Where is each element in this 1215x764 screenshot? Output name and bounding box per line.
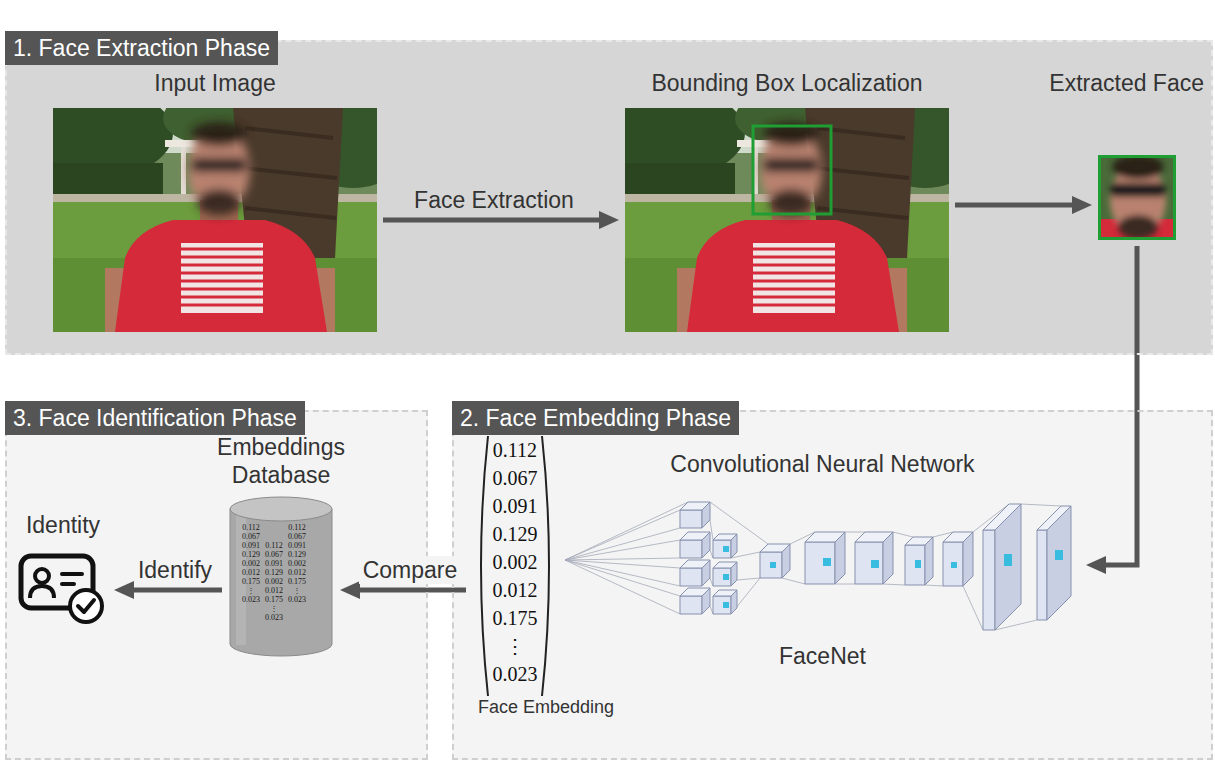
flow-arrow <box>383 218 605 223</box>
phase-panel: 1. Face Extraction PhaseInput ImageBound… <box>5 40 1213 355</box>
stored-vector: 0.112 0.067 0.091 0.129 0.002 0.012 0.17… <box>242 523 260 604</box>
illustration-part <box>230 497 332 656</box>
identity-heading: Identity <box>0 510 148 540</box>
illustration-part <box>1098 155 1176 240</box>
panel-title: 1. Face Extraction Phase <box>5 31 278 65</box>
phase-panel: 2. Face Embedding PhaseConvolutional Neu… <box>452 410 1213 760</box>
panel-fill <box>5 410 428 760</box>
label-anchor: Identify <box>134 556 216 584</box>
phase-panel: 3. Face Identification PhaseEmbeddings D… <box>5 410 428 760</box>
flow-arrow <box>955 203 1078 208</box>
image-heading: Bounding Box Localization <box>525 68 1049 98</box>
illustration-part <box>565 502 1071 630</box>
node-illustration <box>53 108 377 332</box>
panel-fill <box>452 410 1213 760</box>
node-illustration <box>18 550 108 625</box>
model-name: FaceNet <box>779 642 866 670</box>
illustration-part <box>595 88 985 332</box>
stored-vector: 0.112 0.067 0.091 0.129 0.002 0.012 0.17… <box>265 541 283 622</box>
vector-caption: Face Embedding <box>478 696 614 718</box>
embedding-vector: 0.112 0.067 0.091 0.129 0.002 0.012 0.17… <box>472 432 558 700</box>
illustration-part <box>21 556 102 622</box>
image-heading: Input Image <box>0 68 477 98</box>
image-heading: Extracted Face <box>938 68 1204 98</box>
label-anchor: Face Extraction <box>410 186 578 214</box>
figure-title: Convolutional Neural Network <box>670 450 974 478</box>
panel-title: 3. Face Identification Phase <box>5 401 305 435</box>
edge-label: Compare <box>359 556 462 584</box>
node-illustration <box>1098 155 1176 240</box>
flow-arrow <box>128 588 222 593</box>
flow-arrow <box>354 588 466 593</box>
edge-label: Face Extraction <box>410 186 578 214</box>
vector-values: 0.112 0.067 0.091 0.129 0.002 0.012 0.17… <box>493 432 538 688</box>
panel-title: 2. Face Embedding Phase <box>452 401 739 435</box>
flow-arrow <box>1100 246 1137 565</box>
node-illustration <box>565 450 1080 670</box>
face-crop: Extracted Face <box>1098 155 1176 240</box>
network-figure: Convolutional Neural NetworkFaceNet <box>565 450 1080 670</box>
node-illustration <box>625 108 949 332</box>
label-anchor: Compare <box>359 556 462 584</box>
image-box: Bounding Box Localization <box>625 108 949 332</box>
database-heading: Embeddings Database <box>208 433 354 489</box>
image-box: Input Image <box>53 108 377 332</box>
identity-icon: Identity <box>18 550 108 625</box>
stored-vector: 0.112 0.067 0.091 0.129 0.002 0.012 0.17… <box>288 523 306 604</box>
illustration-part <box>23 88 413 332</box>
edge-label: Identify <box>134 556 216 584</box>
database-cylinder: Embeddings Database0.112 0.067 0.091 0.1… <box>228 495 334 658</box>
